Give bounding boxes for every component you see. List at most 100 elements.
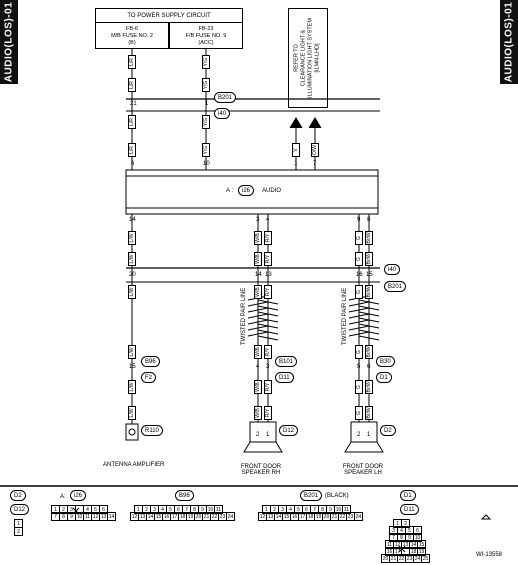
wire-color-lw: L/W — [128, 380, 136, 394]
connector-r110: R110 — [141, 425, 163, 436]
wire-color-wb: W/B — [254, 285, 262, 299]
connector-i40: i40 — [214, 108, 231, 119]
wire-color-brw: Br/W — [365, 406, 373, 420]
wire-color-brw: Br/W — [365, 285, 373, 299]
wire-color-ry: R/Y — [264, 345, 272, 359]
antenna-amplifier-label: ANTENNA AMPLIFIER — [103, 462, 165, 468]
connector-f2: F2 — [141, 372, 157, 383]
wire-color-wb: W/B — [254, 380, 262, 394]
pin-number: 6 — [367, 364, 371, 370]
pin-number: 14 — [129, 217, 136, 223]
connector-b201: B201 — [214, 92, 237, 103]
wire-color-wb: W/B — [254, 406, 262, 420]
wire-color-lw: L/W — [128, 252, 136, 266]
wire-color-lr: L/R — [128, 78, 136, 92]
connector-d11: D11 — [275, 372, 294, 383]
wire-color-brw: Br/W — [365, 345, 373, 359]
connector-d1: D1 — [376, 372, 392, 383]
b201-color-note: (BLACK) — [325, 493, 349, 499]
wire-color-yg: Y/G — [202, 78, 210, 92]
pin-number: 15 — [129, 364, 136, 370]
pin-number: 1 — [205, 101, 209, 107]
pin-number: 20 — [129, 272, 136, 278]
wire-color-ow: O/W — [311, 143, 319, 157]
wire-color-g: G — [355, 406, 363, 420]
twisted-pair-label-rh: TWISTED PAIR LINE — [241, 287, 247, 345]
right-section-tab: AUDIO(LOS)-01 — [500, 0, 518, 84]
connector-i26: i26 — [238, 185, 255, 196]
pin-number: 13 — [265, 272, 272, 278]
wire-color-brw: Br/W — [365, 380, 373, 394]
wire-color-yg: Y/G — [202, 143, 210, 157]
power-supply-title: TO POWER SUPPLY CIRCUIT — [95, 8, 243, 23]
connector-d12: D12 — [279, 425, 299, 436]
wire-color-g: G — [355, 285, 363, 299]
speaker-lh-label: FRONT DOOR SPEAKER LH — [342, 464, 384, 476]
wire-color-lr: L/R — [128, 115, 136, 129]
wire-color-ry: R/Y — [264, 231, 272, 245]
wire-color-lr: L/R — [128, 55, 136, 69]
wire-color-g: G — [355, 345, 363, 359]
wire-color-v: V — [292, 143, 300, 157]
wire-color-lw: L/W — [128, 285, 136, 299]
wire-color-ry: R/Y — [264, 406, 272, 420]
pin-number: 15 — [366, 272, 373, 278]
pin-number: 7 — [313, 161, 317, 167]
wire-color-g: G — [355, 231, 363, 245]
power-supply-fuse-left: FB-6 M/B FUSE NO. 2 (B) — [95, 23, 169, 49]
wire-color-lw: L/W — [128, 345, 136, 359]
connector-view-d11: D11 — [400, 504, 419, 515]
connector-view-b201: B201 — [300, 490, 323, 501]
pin-number: 3 — [256, 217, 260, 223]
d12-pin-grid: 1 2 — [14, 519, 23, 536]
pin-number: 4 — [256, 364, 260, 370]
connector-d2: D2 — [380, 425, 396, 436]
connector-view-d12: D12 — [10, 504, 30, 515]
pin-number: 1 — [367, 432, 371, 438]
pin-number: 5 — [357, 364, 361, 370]
wire-color-lw: L/W — [128, 406, 136, 420]
wire-color-lw: L/W — [128, 231, 136, 245]
speaker-rh-label: FRONT DOOR SPEAKER RH — [240, 464, 282, 476]
pin-number: 4 — [266, 217, 270, 223]
connector-view-i26: i26 — [70, 490, 87, 501]
connector-b101: B101 — [275, 356, 298, 367]
twisted-pair-label-lh: TWISTED PAIR LINE — [342, 287, 348, 345]
wire-color-ry: R/Y — [264, 252, 272, 266]
connector-view-b96: B96 — [175, 490, 194, 501]
pin-number: 14 — [255, 272, 262, 278]
connector-b201: B201 — [384, 281, 407, 292]
wire-color-yg: Y/G — [202, 55, 210, 69]
connector-b30: B30 — [376, 356, 395, 367]
pin-number: 21 — [130, 101, 137, 107]
pin-number: 9 — [357, 217, 361, 223]
pin-number: 1 — [266, 432, 270, 438]
connector-i40: i40 — [384, 264, 401, 275]
wire-color-lr: L/R — [128, 143, 136, 157]
wire-color-wb: W/B — [254, 345, 262, 359]
wire-color-wb: W/B — [254, 252, 262, 266]
pin-number: 10 — [203, 161, 210, 167]
connector-view-d1: D1 — [400, 490, 416, 501]
pin-number: 6 — [131, 161, 135, 167]
wire-color-brw: Br/W — [365, 231, 373, 245]
wire-color-g: G — [355, 380, 363, 394]
audio-unit-prefix: A : — [226, 188, 234, 194]
wire-color-ry: R/Y — [264, 285, 272, 299]
left-section-tab: AUDIO(LOS)-01 — [0, 0, 18, 84]
a-prefix: A: — [60, 494, 66, 500]
connector-b96: B96 — [141, 356, 160, 367]
connector-view-d2: D2 — [10, 490, 26, 501]
pin-number: 1 — [294, 161, 298, 167]
pin-number: 2 — [256, 432, 260, 438]
wire-color-g: G — [355, 252, 363, 266]
power-supply-fuse-right: FB-23 F/B FUSE NO. 9 (ACC) — [169, 23, 243, 49]
